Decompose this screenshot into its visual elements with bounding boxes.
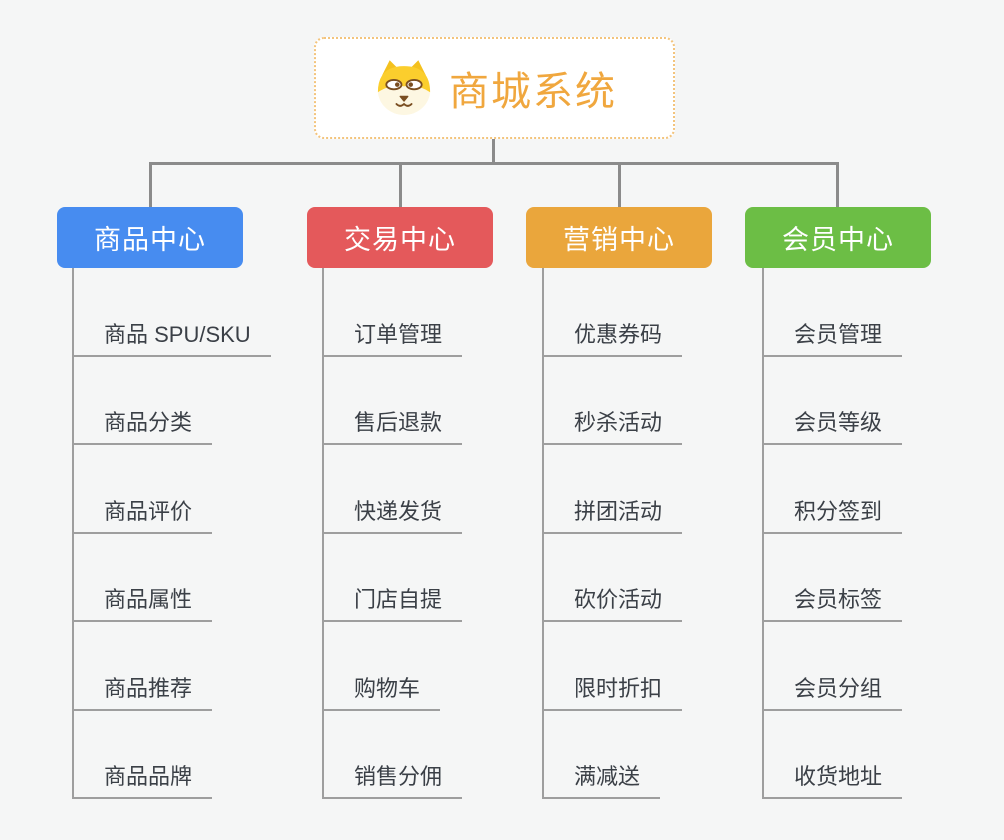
branch-node-trade-center[interactable]: 交易中心 (307, 207, 493, 268)
item-label[interactable]: 商品 SPU/SKU (74, 317, 271, 357)
list-item: 会员等级 (764, 357, 903, 445)
list-item: 积分签到 (764, 445, 903, 534)
list-item: 商品评价 (74, 445, 271, 534)
connector-drop-4 (836, 164, 839, 207)
item-label[interactable]: 会员标签 (764, 582, 903, 622)
list-item: 商品 SPU/SKU (74, 268, 271, 357)
connector-drop-2 (399, 164, 402, 207)
item-label[interactable]: 会员管理 (764, 317, 903, 357)
item-label[interactable]: 积分签到 (764, 494, 903, 534)
item-label[interactable]: 秒杀活动 (544, 405, 683, 445)
connector-root-stub (492, 139, 495, 163)
list-item: 购物车 (324, 622, 462, 711)
branch-column: 优惠券码 秒杀活动 拼团活动 砍价活动 限时折扣 满减送 (542, 268, 683, 799)
list-item: 会员标签 (764, 534, 903, 622)
branch-node-product-center[interactable]: 商品中心 (57, 207, 243, 268)
item-label[interactable]: 会员等级 (764, 405, 903, 445)
item-label[interactable]: 砍价活动 (544, 582, 683, 622)
root-node[interactable]: 商城系统 (314, 37, 675, 139)
list-item: 门店自提 (324, 534, 463, 622)
item-label[interactable]: 拼团活动 (544, 494, 683, 534)
list-item: 订单管理 (324, 268, 463, 357)
list-item: 满减送 (544, 711, 682, 799)
list-item: 商品属性 (74, 534, 271, 622)
item-label[interactable]: 购物车 (324, 671, 441, 711)
list-item: 优惠券码 (544, 268, 683, 357)
list-item: 会员分组 (764, 622, 903, 711)
branch-column: 会员管理 会员等级 积分签到 会员标签 会员分组 收货地址 (762, 268, 903, 799)
item-label[interactable]: 门店自提 (324, 582, 463, 622)
list-item: 限时折扣 (544, 622, 683, 711)
item-label[interactable]: 售后退款 (324, 405, 463, 445)
connector-drop-1 (149, 164, 152, 207)
list-item: 收货地址 (764, 711, 903, 799)
list-item: 砍价活动 (544, 534, 683, 622)
item-label[interactable]: 商品评价 (74, 494, 213, 534)
branch-column: 商品 SPU/SKU 商品分类 商品评价 商品属性 商品推荐 商品品牌 (72, 268, 271, 799)
branch-column: 订单管理 售后退款 快递发货 门店自提 购物车 销售分佣 (322, 268, 463, 799)
item-label[interactable]: 会员分组 (764, 671, 903, 711)
branch-node-marketing-center[interactable]: 营销中心 (526, 207, 712, 268)
item-label[interactable]: 订单管理 (324, 317, 463, 357)
list-item: 销售分佣 (324, 711, 463, 799)
list-item: 商品分类 (74, 357, 271, 445)
item-label[interactable]: 收货地址 (764, 759, 903, 799)
list-item: 快递发货 (324, 445, 463, 534)
item-label[interactable]: 满减送 (544, 759, 661, 799)
list-item: 秒杀活动 (544, 357, 683, 445)
list-item: 商品品牌 (74, 711, 271, 799)
connector-drop-3 (618, 164, 621, 207)
list-item: 会员管理 (764, 268, 903, 357)
item-label[interactable]: 优惠券码 (544, 317, 683, 357)
item-label[interactable]: 销售分佣 (324, 759, 463, 799)
item-label[interactable]: 限时折扣 (544, 671, 683, 711)
connector-trunk-bar (149, 162, 839, 165)
item-label[interactable]: 商品推荐 (74, 671, 213, 711)
list-item: 售后退款 (324, 357, 463, 445)
list-item: 商品推荐 (74, 622, 271, 711)
root-title: 商城系统 (449, 70, 617, 114)
branch-node-member-center[interactable]: 会员中心 (745, 207, 931, 268)
list-item: 拼团活动 (544, 445, 683, 534)
item-label[interactable]: 商品品牌 (74, 759, 213, 799)
dog-face-icon (377, 60, 431, 115)
item-label[interactable]: 商品分类 (74, 405, 213, 445)
item-label[interactable]: 快递发货 (324, 494, 463, 534)
item-label[interactable]: 商品属性 (74, 582, 213, 622)
